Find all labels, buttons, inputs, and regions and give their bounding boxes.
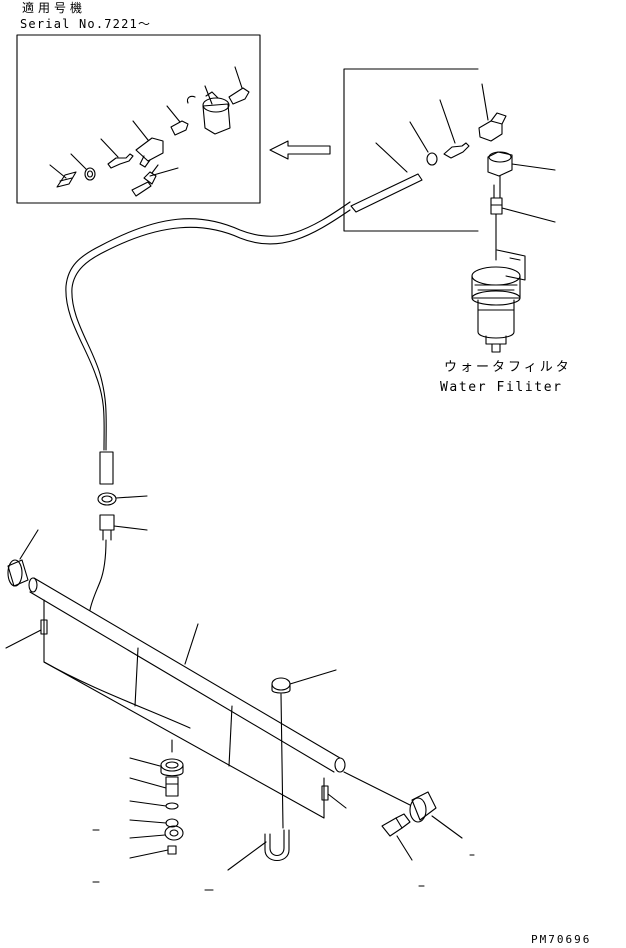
drawing-code: PM70696: [531, 933, 592, 946]
filter-housing: [472, 267, 520, 352]
filter-bracket: [497, 250, 525, 280]
serial-number-label: Serial No.7221～: [20, 17, 152, 31]
elbow-fitting: [479, 121, 502, 141]
applicable-serial-jp-label: 適用号機: [22, 1, 87, 15]
inset-valve: [132, 165, 178, 196]
clip-right: [322, 786, 328, 800]
water-filter-label-jp: ウォータフィルタ: [444, 360, 572, 375]
direction-arrow: [270, 141, 330, 159]
tank-assembly: [6, 530, 462, 870]
inset-hose: [50, 165, 76, 187]
callout-nipple: [444, 143, 469, 158]
water-filter-assembly: [472, 84, 555, 352]
hose-fitting: [90, 515, 147, 610]
hose-clamp: [98, 493, 147, 505]
inset-connector: [167, 106, 188, 135]
callout-box: [344, 69, 478, 231]
end-cap-right: [344, 772, 462, 838]
serial-inset-box: [17, 35, 260, 203]
drain-fitting-stack: [130, 740, 183, 858]
bracket-clip: [382, 814, 412, 860]
callout-clamp: [427, 153, 437, 165]
water-filter-label-en: Water Filiter: [440, 380, 563, 395]
main-tube: [29, 578, 345, 772]
hose-sleeve: [100, 452, 113, 484]
heater-sheet: [6, 600, 346, 818]
inset-clamp: [71, 154, 95, 180]
callout-hose: [351, 174, 422, 212]
adapter-block: [488, 152, 512, 176]
fuel-hose-route: [66, 202, 350, 450]
nut-rod: [228, 670, 336, 870]
inset-filter: [187, 86, 230, 134]
inset-nipple: [101, 139, 133, 168]
end-cap-left: [8, 530, 38, 586]
inset-tee: [133, 121, 163, 167]
leader-dashes: [93, 830, 474, 890]
union-fitting: [491, 198, 502, 214]
inset-top-fitting: [229, 67, 249, 104]
clip-left: [41, 620, 47, 634]
